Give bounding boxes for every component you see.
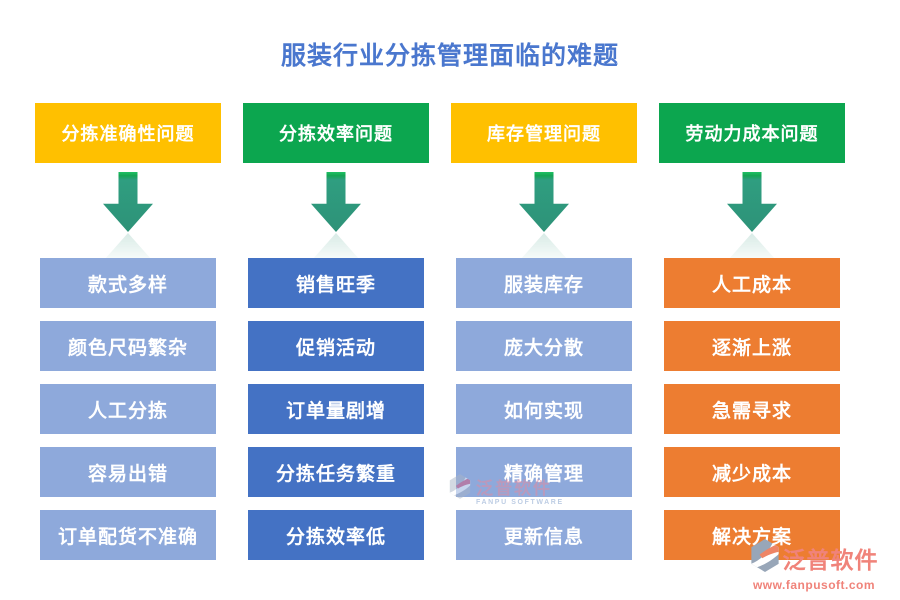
column-header: 分拣准确性问题 <box>35 103 221 163</box>
item-box: 款式多样 <box>40 258 216 308</box>
item-box: 颜色尺码繁杂 <box>40 321 216 371</box>
column-sorting-accuracy: 分拣准确性问题 款式多样 颜色尺码繁杂 人工分拣 容易出错 订单配货不准确 <box>35 103 221 560</box>
item-box: 精确管理 <box>456 447 632 497</box>
column-inventory-management: 库存管理问题 服装库存 庞大分散 如何实现 精确管理 更新信息 <box>451 103 637 560</box>
brand-url: www.fanpusoft.com <box>752 578 876 592</box>
column-sorting-efficiency: 分拣效率问题 销售旺季 促销活动 订单量剧增 分拣任务繁重 分拣效率低 <box>243 103 429 560</box>
item-box: 如何实现 <box>456 384 632 434</box>
item-box: 逐渐上涨 <box>664 321 840 371</box>
column-header: 分拣效率问题 <box>243 103 429 163</box>
page-title: 服装行业分拣管理面临的难题 <box>280 42 619 70</box>
item-box: 人工成本 <box>664 258 840 308</box>
brand-logo: 泛普软件 www.fanpusoft.com <box>738 539 890 592</box>
fanpu-logo-icon <box>750 539 780 577</box>
column-labor-cost: 劳动力成本问题 人工成本 逐渐上涨 急需寻求 减少成本 解决方案 <box>659 103 845 560</box>
item-box: 减少成本 <box>664 447 840 497</box>
item-box: 急需寻求 <box>664 384 840 434</box>
watermark-logo-icon <box>449 474 471 504</box>
item-box: 庞大分散 <box>456 321 632 371</box>
columns-row: 分拣准确性问题 款式多样 颜色尺码繁杂 人工分拣 容易出错 订单配货不准确 分拣… <box>35 103 845 560</box>
item-box: 人工分拣 <box>40 384 216 434</box>
watermark-subtext: FANPU SOFTWARE <box>476 499 564 506</box>
down-arrow-icon <box>311 163 361 258</box>
column-header: 库存管理问题 <box>451 103 637 163</box>
watermark-text: 泛普软件 <box>476 479 552 498</box>
arrow-reflection <box>519 233 569 258</box>
watermark: 泛普软件 FANPU SOFTWARE <box>449 474 564 506</box>
arrow-shape <box>311 172 361 232</box>
arrow-shape <box>519 172 569 232</box>
item-box: 订单配货不准确 <box>40 510 216 560</box>
arrow-reflection <box>727 233 777 258</box>
item-box: 促销活动 <box>248 321 424 371</box>
arrow-shape <box>103 172 153 232</box>
item-box: 订单量剧增 <box>248 384 424 434</box>
down-arrow-icon <box>103 163 153 258</box>
item-box: 容易出错 <box>40 447 216 497</box>
item-box: 分拣效率低 <box>248 510 424 560</box>
brand-name: 泛普软件 <box>782 547 879 573</box>
item-box: 销售旺季 <box>248 258 424 308</box>
column-header: 劳动力成本问题 <box>659 103 845 163</box>
down-arrow-icon <box>519 163 569 258</box>
down-arrow-icon <box>727 163 777 258</box>
arrow-shape <box>727 172 777 232</box>
item-box: 更新信息 <box>456 510 632 560</box>
arrow-reflection <box>311 233 361 258</box>
item-box: 服装库存 <box>456 258 632 308</box>
item-box: 分拣任务繁重 <box>248 447 424 497</box>
arrow-reflection <box>103 233 153 258</box>
